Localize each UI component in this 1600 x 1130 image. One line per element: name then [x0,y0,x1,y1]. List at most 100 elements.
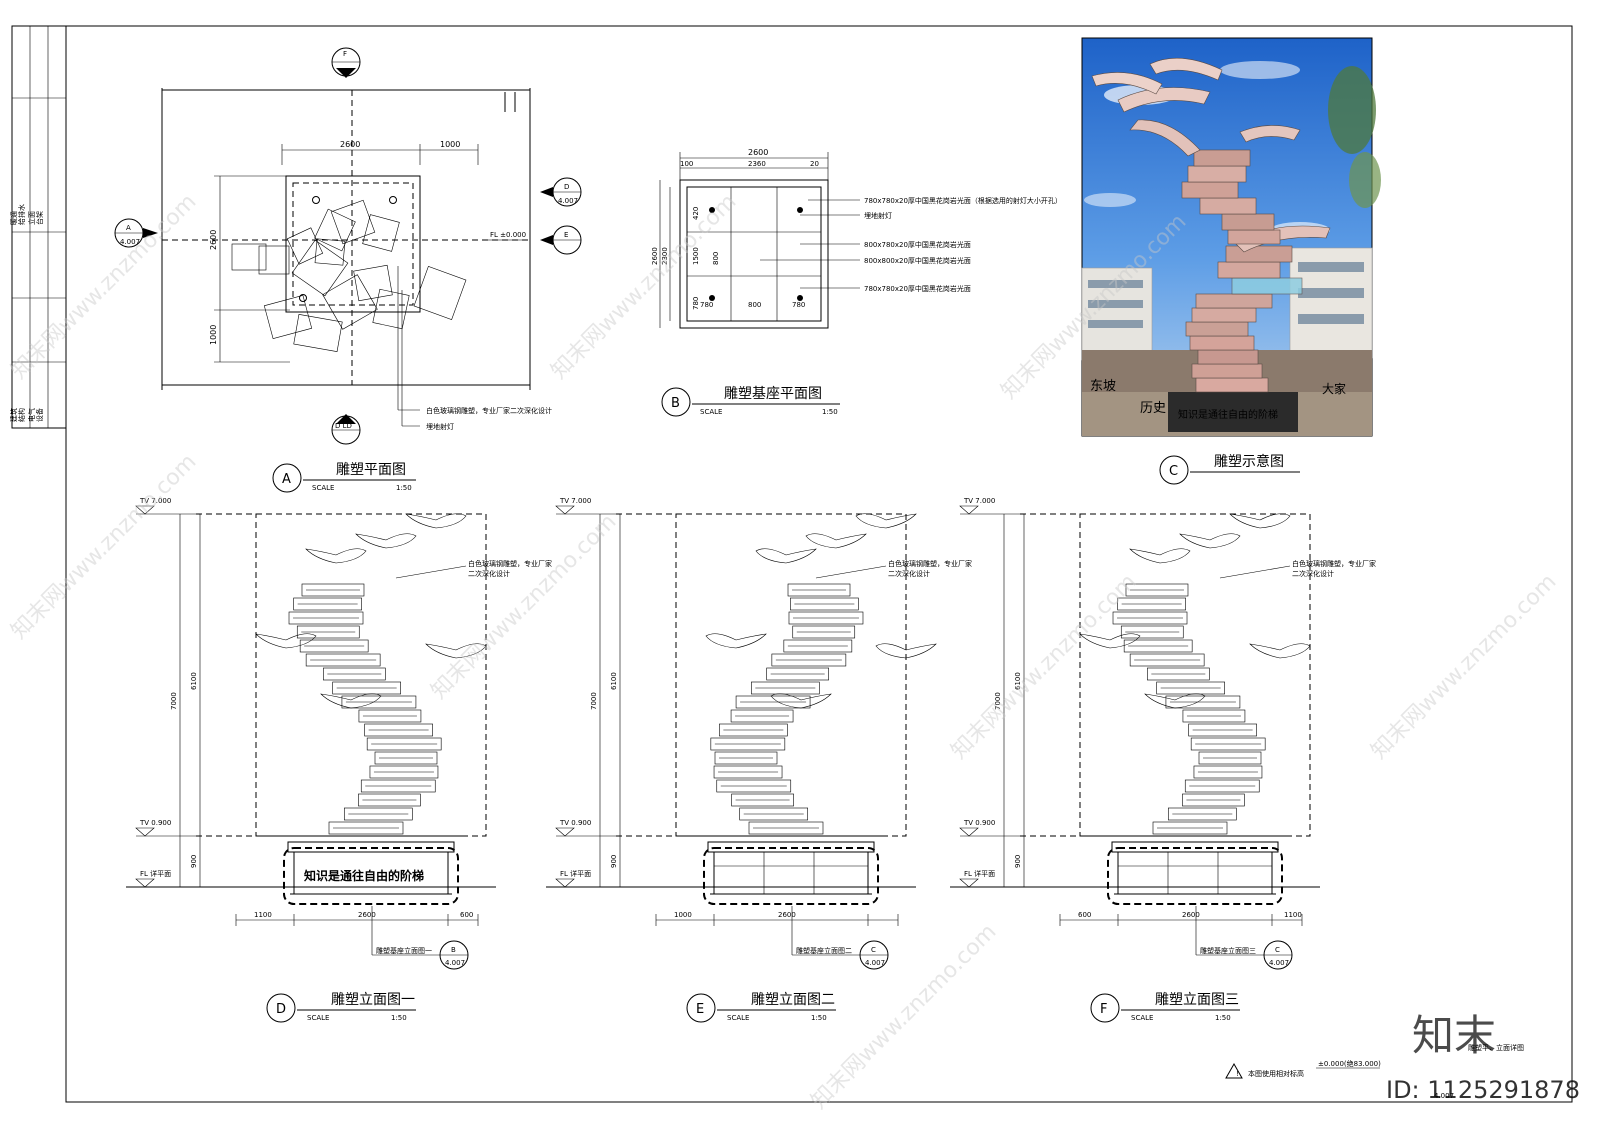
elev_e-book [710,737,786,751]
strip-bot-2: 结构 [17,408,26,422]
elev_d-book [305,653,381,667]
elev_f-bird-1 [1229,513,1291,529]
elev_f-book [1182,709,1246,723]
plan-a-note-2: 埋地射灯 [426,422,454,431]
svg-text:780: 780 [700,301,713,309]
elev_e-book [792,625,856,639]
elev_f-book [1167,807,1237,821]
marker-e: E [540,225,582,255]
elev_f-bird-0 [1179,533,1241,549]
elev_f-tv-top-label: TV 7.000 [963,497,995,505]
elev_e-dim-900: 900 [610,855,618,868]
elev_e-book [714,751,778,765]
plan-a-dim-2600: 2600 [340,140,360,149]
elev_d-book [296,625,360,639]
elev_e-bird-0 [805,533,867,549]
elev_e-book [790,597,859,611]
elev_d-ref-label: 雕塑基座立面图一 [376,946,432,955]
elev_d-dim-7000: 7000 [170,692,178,710]
elev_f-book [1184,779,1260,793]
elev_d-title: 雕塑立面图一 [331,992,415,1008]
elev_f-letter: F [1100,1002,1107,1017]
strip-bot-4: 设备 [35,408,44,422]
elev_e-book [719,723,788,737]
elev_d-book [288,611,364,625]
elev_e-title-circle [686,993,716,1023]
elev_e-book [731,793,794,807]
elev_d-dim-left: 1100 [254,911,272,919]
elev_d-letter: D [276,1002,286,1017]
elev_f-note-2: 二次深化设计 [1292,569,1334,578]
elev_d-book [358,793,421,807]
elev_d-book [343,807,413,821]
elev_d-dim-900: 900 [190,855,198,868]
elev_e-title: 雕塑立面图二 [751,992,835,1008]
plan-a-scale-value: 1:50 [396,484,412,492]
elev_d-scale-value: 1:50 [391,1014,407,1022]
strip-top-3: 立面 [27,211,36,225]
elev_f-book [1125,583,1189,597]
plan-a-dim-v-1000: 1000 [209,325,218,345]
plan-b-note-2: 埋地射灯 [864,211,892,220]
footer-caption: 雕塑平、立面详图 [1468,1043,1524,1052]
elev_d-book [301,583,365,597]
svg-text:E: E [564,231,568,239]
render-sculpture [1091,57,1331,393]
elev_f-dim-mid: 2600 [1182,911,1200,919]
elev_f-ref-label: 雕塑基座立面图三 [1200,946,1256,955]
elev_d-tv-top-label: TV 7.000 [139,497,171,505]
render-c: 东坡 历史 一世 大家 知识是通往自由的阶梯 [1081,37,1381,485]
elev_f-bird-4 [1144,693,1206,709]
plan-a: 2600 1000 2600 1000 [114,47,582,493]
plan-a-fl: FL ±0.000 [490,231,526,239]
elev_f-dim-left: 600 [1078,911,1091,919]
elev_e-bird-5 [875,643,937,659]
elev_e-dim-mid: 2600 [778,911,796,919]
elev_e-tv-mid-label: TV 0.900 [559,819,591,827]
svg-text:知末网www.znzmo.com: 知末网www.znzmo.com [947,569,1142,764]
elev_f-dim-7000: 7000 [994,692,1002,710]
footer-note: 本图使用相对标高 [1248,1069,1304,1078]
elev_d-dim-right: 600 [460,911,473,919]
elev_f-ref-top: C [1275,946,1280,954]
elev_f-dim-6100: 6100 [1014,672,1022,690]
elev_e-dim-left: 1000 [674,911,692,919]
strip-top-4: 台架 [35,211,44,225]
elev_e-book [771,653,847,667]
elev_d-scale-label: SCALE [307,1014,329,1022]
elev_d-plinth-text: 知识是通往自由的阶梯 [303,868,424,883]
elev_d-ref-bottom: 4.007 [445,959,465,967]
elev_e-scale-label: SCALE [727,1014,749,1022]
marker-bottom: D LD [331,414,361,445]
plan-b-note-1: 780x780x20厚中国黑花岗岩光面（根据选用的射灯大小开孔） [864,196,1062,205]
elev_d-bird-2 [305,548,367,564]
strip-top-1: 暖通 [9,211,18,225]
svg-text:1500: 1500 [692,247,700,265]
elev_d-bird-1 [405,513,467,529]
elev_d-fl-label: FL 详平面 [140,869,171,878]
elev_f-title: 雕塑立面图三 [1155,992,1239,1008]
footer: ! 本图使用相对标高 ±0.000(绝83.000) 雕塑平、立面详图 4.00… [1225,1011,1580,1104]
elev_f-scale-label: SCALE [1131,1014,1153,1022]
elev_f-tv-mid-label: TV 0.900 [963,819,995,827]
elev_f-book [1147,667,1210,681]
elev_e-note-1: 白色玻璃钢雕塑，专业厂家 [888,559,972,568]
render-plinth [1168,392,1298,432]
elev_e-book [716,779,792,793]
elev_e-book [748,821,824,835]
elev_d-note-2: 二次深化设计 [468,569,510,578]
elev_f-title-circle [1090,993,1120,1023]
elev_d-title-circle [266,993,296,1023]
plan-a-title: 雕塑平面图 [336,462,406,478]
plan-a-letter: A [282,472,291,487]
plan-b-scale-label: SCALE [700,408,722,416]
elev_d-book [341,695,417,709]
elev_e-dim-7000: 7000 [590,692,598,710]
marker-d: D 4.007 [540,177,582,207]
elev_d-bird-4 [320,693,382,709]
svg-text:!: ! [1236,1070,1239,1078]
svg-text:A: A [126,224,131,232]
elev_e-dim-6100: 6100 [610,672,618,690]
elev_d-ref-top: B [451,946,456,954]
